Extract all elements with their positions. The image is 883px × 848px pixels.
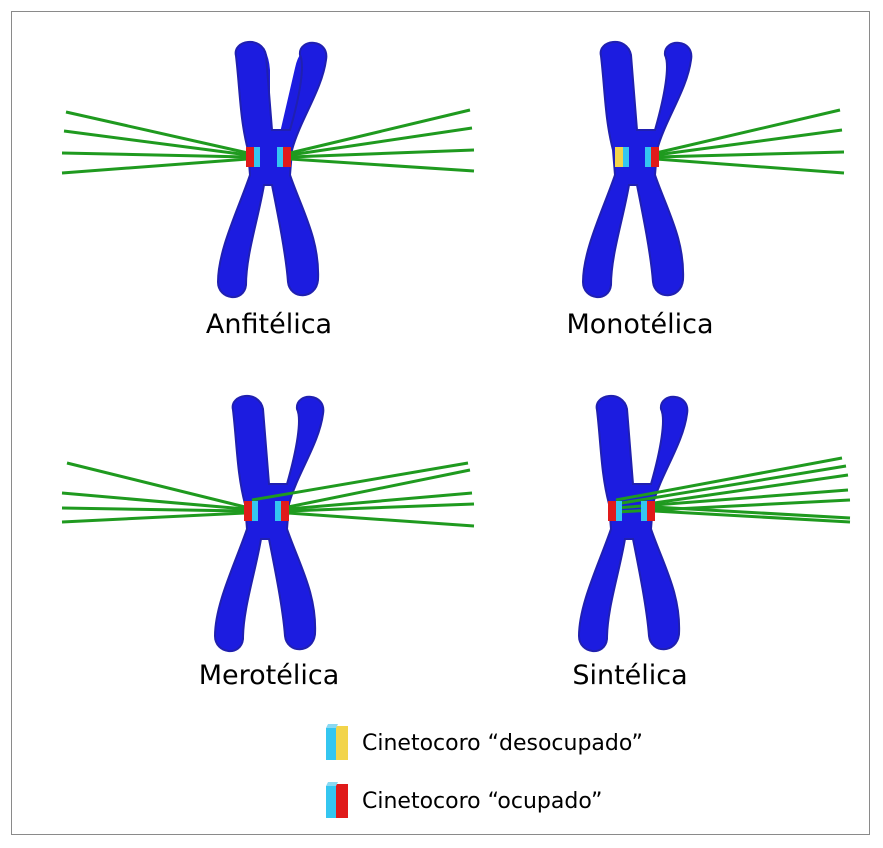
label-sintelica: Sintélica — [500, 660, 760, 691]
label-monotelica: Monotélica — [510, 309, 770, 340]
legend-occupied: Cinetocoro “ocupado” — [326, 782, 602, 820]
legend-occupied-label: Cinetocoro “ocupado” — [362, 789, 602, 814]
label-merotelica: Merotélica — [139, 660, 399, 691]
legend-unoccupied: Cinetocoro “desocupado” — [326, 724, 643, 762]
label-anfitelica: Anfitélica — [139, 309, 399, 340]
legend-unoccupied-label: Cinetocoro “desocupado” — [362, 731, 643, 756]
kinetochore-occupied-icon — [326, 782, 348, 820]
chromosome-sintelica — [579, 396, 687, 651]
kinetochore-unoccupied-icon — [326, 724, 348, 762]
